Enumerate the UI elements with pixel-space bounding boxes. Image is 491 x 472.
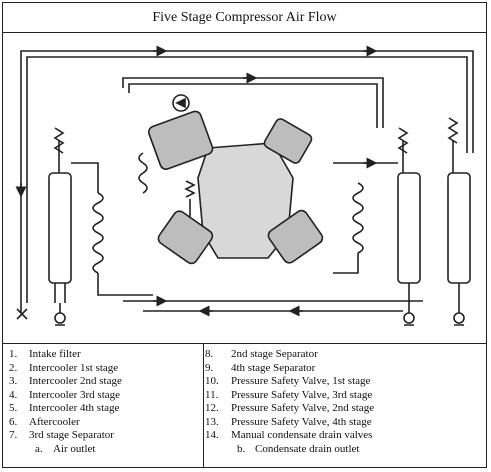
legend-item: 8.2nd stage Separator: [205, 348, 318, 360]
separator-right-1: [397, 172, 421, 284]
legend-divider: [203, 344, 204, 467]
legend: 1.Intake filter 2.Intercooler 1st stage …: [3, 343, 486, 467]
airflow-diagram: [15, 45, 474, 326]
legend-item: 4.Intercooler 3rd stage: [9, 388, 121, 401]
legend-item: 9.4th stage Separator: [205, 361, 316, 374]
intake-filter-icon: [16, 308, 28, 320]
legend-right-column: 8.2nd stage Separator 9.4th stage Separa…: [205, 348, 485, 456]
legend-item: 12.Pressure Safety Valve, 2nd stage: [205, 402, 375, 414]
legend-subitem: a.Air outlet: [35, 442, 96, 455]
cylinder-head-lower-right: [267, 209, 324, 264]
intercooler-upper: [138, 152, 148, 194]
legend-item: 1.Intake filter: [9, 348, 81, 360]
separator-left: [48, 172, 72, 284]
legend-item: 11.Pressure Safety Valve, 3rd stage: [205, 388, 373, 401]
legend-item: 3.Intercooler 2nd stage: [9, 375, 122, 387]
cylinder-head-upper-left: [147, 110, 214, 170]
separator-right-2: [447, 172, 471, 284]
legend-item: 6.Aftercooler: [9, 415, 80, 428]
legend-item: 5.Intercooler 4th stage: [9, 402, 120, 414]
intake-pipe: [20, 50, 474, 313]
legend-item: 13.Pressure Safety Valve, 4th stage: [205, 415, 372, 428]
diagram-frame: Five Stage Compressor Air Flow: [2, 2, 487, 468]
legend-item: 14.Manual condensate drain valves: [205, 429, 373, 441]
cylinder-head-upper-right: [263, 118, 313, 164]
legend-left-column: 1.Intake filter 2.Intercooler 1st stage …: [9, 348, 205, 456]
legend-subitem: b.Condensate drain outlet: [237, 442, 360, 455]
legend-item: 10.Pressure Safety Valve, 1st stage: [205, 375, 371, 387]
intercooler-right: [352, 182, 364, 254]
cylinder-head-lower-left: [157, 210, 214, 265]
flow-direction-icon: [172, 94, 190, 112]
legend-item: 2.Intercooler 1st stage: [9, 361, 119, 374]
legend-item: 7.3rd stage Separator: [9, 429, 114, 441]
intercooler-left: [92, 192, 104, 274]
diagram-title: Five Stage Compressor Air Flow: [3, 3, 486, 33]
